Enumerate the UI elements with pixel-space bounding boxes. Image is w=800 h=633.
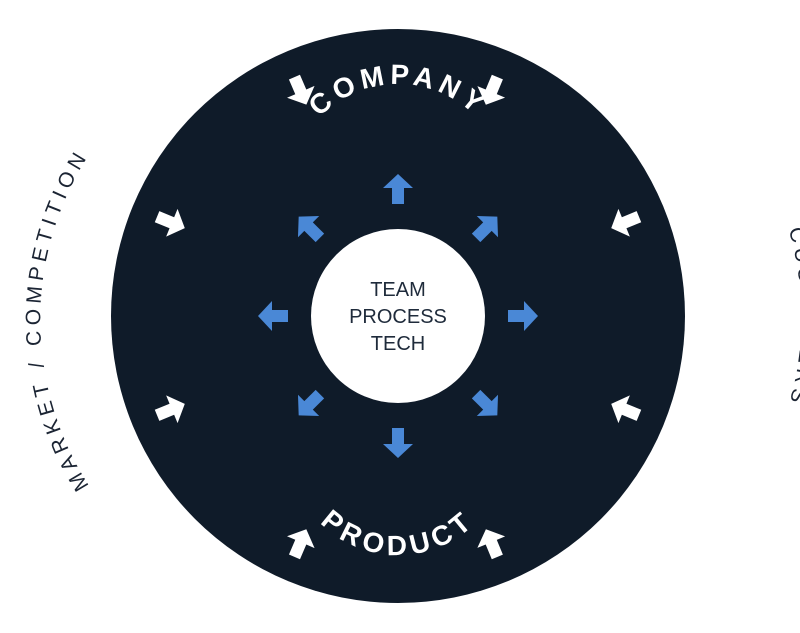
arrow-left-icon (258, 301, 288, 331)
inward-arrow-icon (154, 395, 185, 424)
center-line-team: TEAM (370, 279, 426, 301)
center-circle (311, 229, 485, 403)
arrow-down-right-icon (471, 389, 499, 417)
market-competition-label: MARKET / COMPETITION (22, 145, 93, 495)
arrow-down-icon (383, 428, 413, 458)
arrow-right-icon (508, 301, 538, 331)
customers-label: CUSTOMERS (784, 225, 800, 411)
customers-label-path: CUSTOMERS (784, 225, 800, 411)
center-line-process: PROCESS (349, 306, 447, 328)
inward-arrow-icon (287, 529, 315, 560)
inward-arrow-icon (477, 74, 506, 105)
market-competition-label-path: MARKET / COMPETITION (22, 145, 88, 495)
arrow-up-right-icon (471, 215, 499, 243)
inward-arrow-icon (154, 208, 185, 237)
arrow-up-icon (383, 174, 413, 204)
inward-arrow-icon (477, 529, 506, 560)
arrow-up-left-icon (297, 215, 325, 243)
inward-arrow-icon (611, 208, 642, 237)
inward-arrows (154, 74, 642, 560)
inward-arrow-icon (287, 74, 315, 105)
inward-arrow-icon (611, 395, 642, 424)
outward-arrows (258, 174, 538, 458)
center-line-tech: TECH (371, 333, 425, 355)
arrow-down-left-icon (297, 389, 325, 417)
